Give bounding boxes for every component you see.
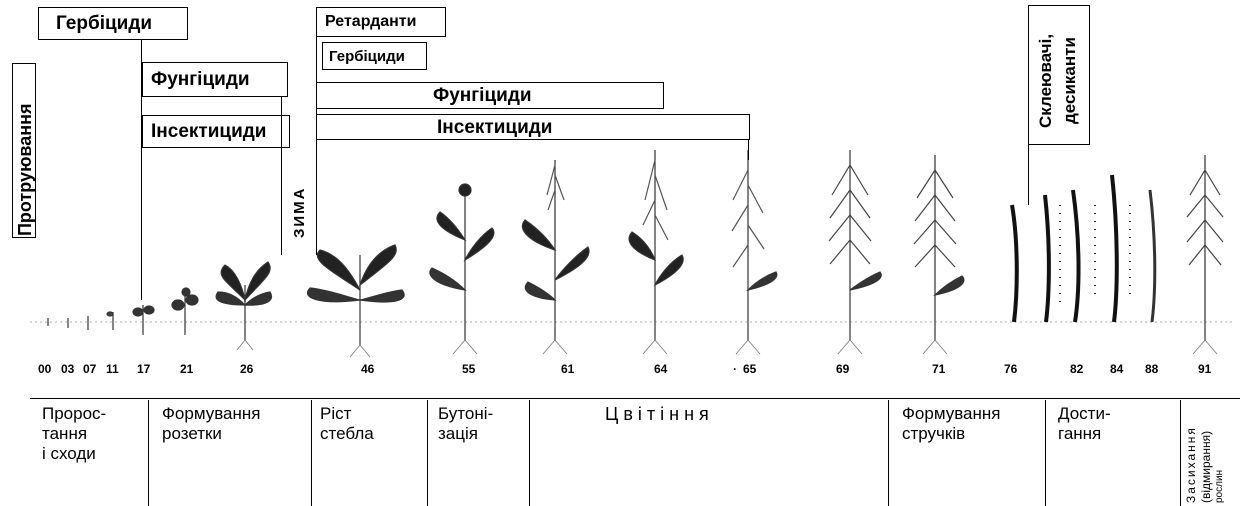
desiccants-label-1: Склеювачі, bbox=[1037, 34, 1054, 128]
plant-26 bbox=[216, 262, 271, 340]
stage-separator bbox=[1180, 400, 1181, 506]
spring-start-line bbox=[316, 37, 317, 255]
herbicides-autumn-label: Гербіциди bbox=[56, 14, 152, 33]
pods-76-88 bbox=[1012, 175, 1155, 322]
insecticides-autumn-label: Інсектициди bbox=[151, 122, 266, 141]
bbch-code: 64 bbox=[654, 362, 667, 376]
herbicides-autumn-box: Гербіциди bbox=[38, 7, 188, 40]
bbch-code: 61 bbox=[561, 362, 574, 376]
protruyuvannia-box: Протруювання bbox=[12, 63, 36, 238]
bbch-code: 17 bbox=[137, 362, 150, 376]
bbch-code: 76 bbox=[1004, 362, 1017, 376]
stage-separator bbox=[148, 400, 149, 506]
herbicides-spring-box: Гербіциди bbox=[322, 42, 427, 70]
fungicides-spring-box: Фунгіциди bbox=[316, 82, 664, 109]
bbch-code: 65 bbox=[743, 362, 756, 376]
stage-drying-3: рослин bbox=[1214, 470, 1225, 503]
stage-separator bbox=[427, 400, 428, 506]
bbch-code: 55 bbox=[462, 362, 475, 376]
desiccants-label-2: десиканти bbox=[1061, 37, 1078, 124]
bbch-code: 11 bbox=[106, 362, 119, 376]
desiccants-box: Склеювачі, десиканти bbox=[1028, 5, 1090, 145]
herbicides-spring-label: Гербіциди bbox=[329, 49, 405, 64]
seedling-11 bbox=[107, 312, 113, 330]
bbch-code: 82 bbox=[1070, 362, 1083, 376]
autumn-end-line bbox=[281, 97, 282, 255]
stage-separator bbox=[1045, 400, 1046, 506]
protruyuvannia-label: Протруювання bbox=[16, 103, 34, 236]
winter-label: ЗИМА bbox=[291, 186, 308, 238]
stage-emergence: Пророс- тання і сходи bbox=[42, 404, 106, 464]
stage-stem-growth: Ріст стебла bbox=[320, 404, 374, 444]
plant-61 bbox=[523, 160, 590, 340]
plant-71 bbox=[914, 155, 964, 340]
insecticides-spring-label: Інсектициди bbox=[437, 118, 552, 137]
insecticides-autumn-box: Інсектициди bbox=[142, 115, 290, 148]
stage-drying-1: Засихання bbox=[1184, 426, 1198, 503]
bbch-code: 07 bbox=[83, 362, 96, 376]
bbch-code: 03 bbox=[61, 362, 74, 376]
plant-91 bbox=[1187, 155, 1223, 340]
bbch-code: 91 bbox=[1198, 362, 1211, 376]
stage-flowering: Ц в і т і н н я bbox=[605, 404, 709, 424]
bbch-code: 88 bbox=[1145, 362, 1158, 376]
plant-46 bbox=[307, 245, 404, 345]
bbch-code: 21 bbox=[180, 362, 193, 376]
insecticides-spring-end-line bbox=[748, 140, 749, 160]
bbch-code: 84 bbox=[1110, 362, 1123, 376]
plant-65 bbox=[732, 150, 777, 340]
plant-64 bbox=[629, 150, 683, 340]
stage-budding: Бутоні- зація bbox=[438, 404, 493, 444]
bbch-dot: · bbox=[733, 362, 737, 376]
fungicides-autumn-label: Фунгіциди bbox=[151, 70, 250, 89]
stage-ripening: Дости- гання bbox=[1058, 404, 1111, 444]
bbch-code: 00 bbox=[38, 362, 51, 376]
insecticides-spring-box: Інсектициди bbox=[316, 114, 750, 140]
fungicides-autumn-box: Фунгіциди bbox=[142, 62, 288, 97]
retardants-label: Ретарданти bbox=[325, 14, 416, 30]
stage-top-border bbox=[30, 398, 1240, 399]
stage-separator bbox=[311, 400, 312, 506]
stage-pod-formation: Формування стручків bbox=[902, 404, 1001, 444]
bbch-code: 46 bbox=[361, 362, 374, 376]
stage-rosette: Формування розетки bbox=[162, 404, 261, 444]
stage-separator bbox=[529, 400, 530, 506]
plant-69 bbox=[829, 150, 881, 340]
retardants-box: Ретарданти bbox=[316, 7, 446, 37]
stage-drying-2: (відмирання) bbox=[1199, 431, 1213, 503]
bbch-code: 71 bbox=[932, 362, 945, 376]
plant-21 bbox=[172, 288, 198, 335]
bbch-code: 26 bbox=[240, 362, 253, 376]
plant-55 bbox=[430, 184, 494, 340]
stage-separator bbox=[888, 400, 889, 506]
desiccants-line bbox=[1028, 145, 1029, 205]
seedling-17 bbox=[133, 305, 154, 335]
bbch-code: 69 bbox=[836, 362, 849, 376]
fungicides-spring-label: Фунгіциди bbox=[433, 86, 532, 105]
